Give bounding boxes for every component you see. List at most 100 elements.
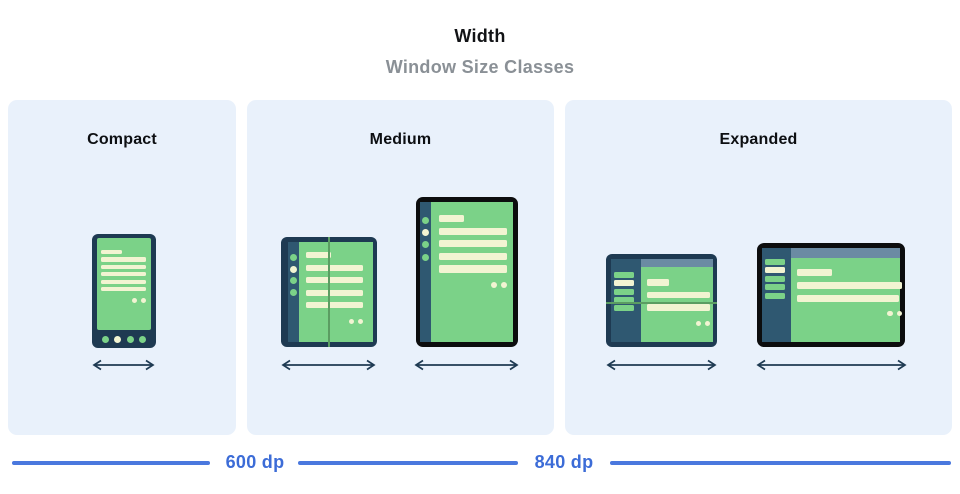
sidebar-menu (762, 248, 791, 342)
laptop-screen-content (647, 279, 710, 326)
rail-dot (422, 253, 429, 261)
screen-line (439, 252, 507, 261)
diagram-subtitle: Window Size Classes (385, 57, 575, 77)
panel-expanded-title: Expanded (719, 131, 798, 148)
tablet-screen-content (439, 215, 507, 288)
breakpoint-840dp-label: 840 dp (534, 452, 594, 472)
sidebar-bar (765, 292, 785, 299)
screen-line (647, 304, 710, 311)
screen-dots (887, 310, 902, 317)
screen-dot (705, 320, 710, 326)
screen-line (797, 281, 902, 290)
fold-crease-icon (606, 302, 717, 304)
breakpoint-600dp-label: 600 dp (225, 452, 285, 472)
screen-dots (696, 320, 710, 326)
screen-dot (491, 281, 497, 288)
screen-dot (896, 310, 902, 317)
rail-dot (422, 229, 429, 237)
sidebar-bar (614, 305, 634, 312)
tablet-portrait-illustration (416, 197, 518, 347)
screen-line (797, 269, 832, 277)
tablet-screen (431, 202, 513, 342)
screen-line (439, 265, 507, 273)
screen-line (439, 240, 507, 248)
sidebar-bar (765, 267, 785, 274)
sidebar-bar (614, 272, 634, 278)
ruler-line-segment (12, 461, 210, 465)
navbar-dot (138, 335, 146, 343)
sidebar-menu (611, 259, 641, 342)
sidebar-bar (614, 288, 634, 295)
foldable-screen (299, 242, 373, 342)
navbar-dot (114, 335, 122, 343)
diagram-header: Width Window Size Classes (0, 26, 960, 78)
sidebar-bar (765, 275, 785, 282)
screen-dots (491, 281, 507, 288)
screen-line (101, 257, 146, 262)
sidebar-bar (614, 280, 634, 287)
rail-dot (290, 288, 297, 296)
phone-screen-content (101, 250, 146, 304)
app-topbar (641, 259, 713, 267)
phone-portrait-illustration (92, 234, 156, 348)
screen-dot (349, 318, 354, 324)
screen-line (101, 250, 122, 255)
rail-dot (290, 254, 297, 261)
screen-line (306, 289, 363, 296)
fold-crease-icon (328, 237, 330, 347)
screen-line (647, 279, 669, 286)
laptop-screen (641, 267, 713, 342)
screen-dot (501, 281, 507, 288)
screen-dot (887, 310, 893, 317)
screen-dots (132, 298, 146, 304)
panel-medium-title: Medium (369, 131, 432, 148)
app-topbar (791, 248, 900, 258)
sidebar-bar (614, 296, 634, 303)
foldable-landscape-illustration (606, 254, 717, 347)
width-arrow-icon (606, 359, 717, 371)
rail-dot (290, 265, 297, 273)
nav-rail (420, 202, 431, 342)
screen-dot (132, 298, 137, 304)
tablet-screen-content (797, 269, 902, 317)
rail-dot (422, 217, 429, 224)
width-arrow-icon (414, 359, 519, 371)
diagram-title: Width (454, 26, 506, 46)
ruler-line-segment (298, 461, 518, 465)
panel-compact: Compact (8, 100, 236, 435)
width-arrow-icon (92, 359, 155, 371)
screen-line (306, 277, 363, 284)
rail-dot (290, 277, 297, 285)
panel-medium: Medium (247, 100, 554, 435)
screen-line (306, 264, 363, 271)
width-arrow-icon (281, 359, 376, 371)
screen-line (101, 286, 146, 292)
panel-compact-title: Compact (87, 131, 157, 148)
screen-line (101, 272, 146, 277)
screen-line (101, 279, 146, 284)
tablet-landscape-illustration (757, 243, 905, 347)
sidebar-bar (765, 284, 785, 291)
rail-dot (422, 241, 429, 249)
main-pane (791, 248, 902, 342)
screen-line (797, 294, 899, 303)
screen-line (101, 264, 146, 269)
screen-dot (358, 318, 363, 324)
navbar-dot (102, 335, 110, 343)
foldable-open-illustration (281, 237, 377, 347)
tablet-screen (791, 258, 902, 342)
screen-line (439, 227, 507, 235)
screen-line (439, 215, 464, 223)
nav-rail (288, 242, 299, 342)
ruler-line-segment (610, 461, 951, 465)
screen-dots (349, 318, 363, 324)
screen-line (306, 252, 331, 258)
panel-expanded: Expanded (565, 100, 952, 435)
main-pane (641, 259, 713, 342)
screen-dot (696, 320, 701, 326)
navbar-dot (126, 335, 134, 343)
phone-navbar (97, 330, 151, 348)
sidebar-bar (765, 259, 785, 265)
screen-dot (141, 298, 146, 304)
